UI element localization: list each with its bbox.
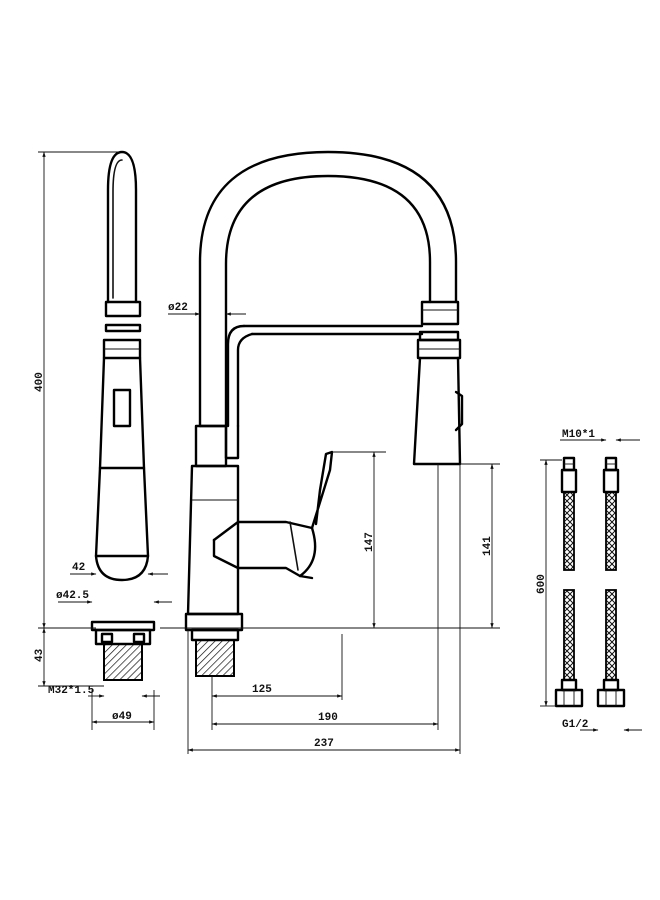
- dim-147: 147: [364, 532, 376, 552]
- dim-42: 42: [72, 562, 85, 574]
- dim-thread: M32*1.5: [48, 685, 95, 697]
- front-view: [184, 150, 464, 677]
- side-view-dimensions: 400 43 42 ø42.5 M32*1.5 ø49: [34, 151, 172, 730]
- hose-pair: [554, 456, 626, 708]
- dim-141: 141: [482, 536, 494, 556]
- dim-237: 237: [314, 738, 334, 750]
- dim-49: ø49: [112, 711, 132, 723]
- dim-42-5: ø42.5: [56, 590, 89, 602]
- dim-125: 125: [252, 684, 272, 696]
- hose-dimensions: M10*1 600 G1/2: [536, 429, 642, 732]
- front-view-dimensions: ø22 147 141 125 190 237: [160, 302, 500, 754]
- dim-m10: M10*1: [562, 429, 595, 441]
- dim-g12: G1/2: [562, 719, 588, 731]
- dim-190: 190: [318, 712, 338, 724]
- dim-600: 600: [536, 574, 548, 594]
- side-view: [90, 150, 156, 681]
- dim-22: ø22: [168, 302, 188, 314]
- dim-43: 43: [34, 648, 46, 662]
- dim-400: 400: [34, 372, 46, 392]
